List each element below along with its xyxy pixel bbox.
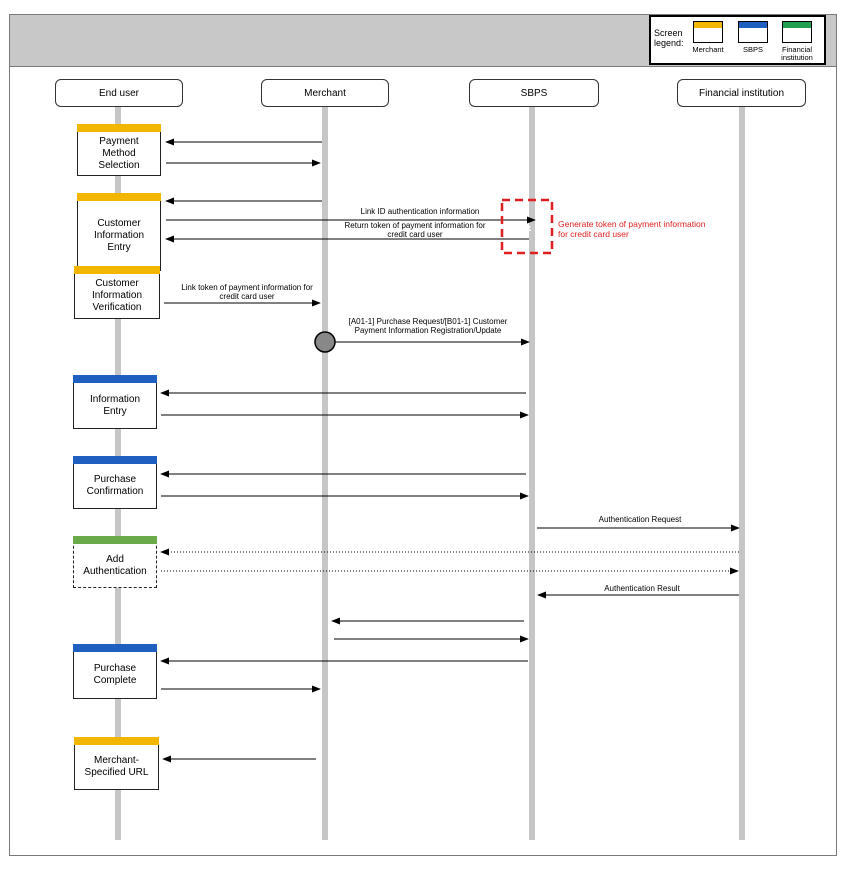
screen-customer-information-entry: Customer Information Entry xyxy=(77,193,161,271)
label-authentication-request: Authentication Request xyxy=(598,515,682,524)
lifeline-sbps xyxy=(529,107,535,840)
legend-swatch-sbps xyxy=(738,21,768,43)
screen-purchase-confirmation: Purchase Confirmation xyxy=(73,456,157,509)
diagram-frame xyxy=(9,14,837,856)
screen-information-entry: Information Entry xyxy=(73,375,157,429)
actor-sbps: SBPS xyxy=(469,79,599,107)
screen-label: Information Entry xyxy=(89,393,141,417)
label-link-token: Link token of payment information for cr… xyxy=(181,283,313,301)
screen-label: Merchant- Specified URL xyxy=(84,755,149,778)
actor-financial-institution: Financial institution xyxy=(677,79,806,107)
start-circle xyxy=(314,331,336,353)
label-purchase-request: [A01-1] Purchase Request/[B01-1] Custome… xyxy=(348,317,508,335)
label-return-token: Return token of payment information for … xyxy=(344,221,486,239)
legend-label-financial: Financial institution xyxy=(781,45,813,62)
label-authentication-result: Authentication Result xyxy=(604,584,680,593)
screen-label: Purchase Confirmation xyxy=(86,474,144,497)
note-generate-token: Generate token of payment information fo… xyxy=(558,219,706,239)
self-loop-arrow xyxy=(525,225,532,233)
legend-swatch-merchant xyxy=(693,21,723,43)
actor-merchant: Merchant xyxy=(261,79,389,107)
actor-end-user: End user xyxy=(55,79,183,107)
screen-payment-method-selection: Payment Method Selection xyxy=(77,124,161,176)
screen-add-authentication: Add Authentication xyxy=(73,536,157,588)
lifeline-financial-institution xyxy=(739,107,745,840)
screen-customer-information-verification: Customer Information Verification xyxy=(74,266,160,319)
legend-title: Screen legend: xyxy=(654,28,684,48)
screen-label: Add Authentication xyxy=(83,553,147,577)
screen-label: Purchase Complete xyxy=(93,663,137,686)
legend-label-merchant: Merchant xyxy=(692,45,724,54)
label-link-id-auth: Link ID authentication information xyxy=(360,207,480,216)
screen-purchase-complete: Purchase Complete xyxy=(73,644,157,699)
screen-label: Customer Information Verification xyxy=(91,278,143,313)
screen-legend: Screen legend: Merchant SBPS Financial i… xyxy=(649,15,826,65)
legend-swatch-financial xyxy=(782,21,812,43)
screen-merchant-specified-url: Merchant- Specified URL xyxy=(74,737,159,790)
screen-label: Customer Information Entry xyxy=(93,217,145,253)
legend-label-sbps: SBPS xyxy=(742,45,763,54)
screen-label: Payment Method Selection xyxy=(98,135,140,171)
